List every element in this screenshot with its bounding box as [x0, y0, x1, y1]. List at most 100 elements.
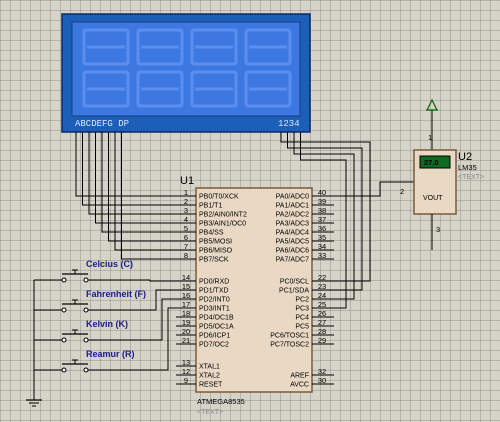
lcd-segment-pins-label: ABCDEFG DP [75, 119, 129, 129]
power-arrow-icon [426, 98, 438, 111]
mcu-pin-name: PC4 [295, 315, 309, 322]
mcu-pin-number: 19 [182, 318, 190, 327]
mcu-pin-name: PD3/INT1 [199, 306, 230, 313]
mcu-pin-name: PB0/T0/XCK [199, 194, 239, 201]
sensor-display [419, 155, 451, 169]
mcu-pin-number: 33 [318, 251, 326, 260]
mcu-pin-name: PA3/ADC3 [276, 221, 309, 228]
mcu-pin-number: 40 [318, 188, 326, 197]
mcu-pin-number: 7 [184, 242, 188, 251]
mcu-pin-name: PC2 [295, 297, 309, 304]
mcu-pin-name: PC0/SCL [280, 279, 309, 286]
mcu-pin-name: RESET [199, 382, 223, 389]
mcu-pin-name: AREF [290, 373, 309, 380]
mcu-pin-number: 38 [318, 206, 326, 215]
sensor-pin-2: 2 [400, 187, 404, 196]
mcu-pin-number: 21 [182, 336, 190, 345]
mcu-pin-name: PD4/OC1B [199, 315, 234, 322]
mcu-pin-name: PA5/ADC5 [276, 239, 309, 246]
mcu-pin-number: 1 [184, 188, 188, 197]
mcu-pin-number: 34 [318, 242, 326, 251]
mcu-pin-name: PC7/TOSC2 [270, 342, 309, 349]
push-button-label: Fahrenheit (F) [86, 289, 146, 299]
mcu-pin-number: 18 [182, 309, 190, 318]
mcu-pin-name: PA1/ADC1 [276, 203, 309, 210]
push-button-1[interactable]: Celcius (C) [34, 259, 133, 283]
lcd-digit-cell [82, 28, 130, 66]
push-button-4[interactable]: Reamur (R) [34, 349, 135, 373]
mcu-pin-name: AVCC [290, 382, 309, 389]
mcu-pin-name: XTAL2 [199, 373, 220, 380]
sensor-vout-label: VOUT [423, 195, 443, 202]
mcu-pin-number: 27 [318, 318, 326, 327]
lcd-digit-cell [136, 70, 184, 108]
mcu-pin-number: 37 [318, 215, 326, 224]
lcd-digit-pins-label: 1234 [278, 119, 300, 129]
mcu-pin-name: PB5/MOSI [199, 239, 232, 246]
mcu-pin-name: PB2/AIN0/INT2 [199, 212, 247, 219]
sensor-pin-1: 1 [428, 133, 432, 142]
mcu-pin-number: 3 [184, 206, 188, 215]
mcu-text-tag: <TEXT> [197, 409, 223, 416]
mcu-pin-name: PD7/OC2 [199, 342, 229, 349]
mcu-pin-name: PD0/RXD [199, 279, 229, 286]
mcu-part: ATMEGA8535 [197, 397, 245, 406]
lcd-digit-cell [136, 28, 184, 66]
mcu-ref: U1 [180, 175, 194, 187]
mcu-pin-number: 25 [318, 300, 326, 309]
mcu-pin-name: PC1/SDA [279, 288, 309, 295]
mcu-pin-name: PB3/AIN1/OC0 [199, 221, 246, 228]
push-button-label: Celcius (C) [86, 259, 133, 269]
mcu-pin-number: 36 [318, 224, 326, 233]
mcu-pin-number: 2 [184, 197, 188, 206]
mcu-pin-number: 24 [318, 291, 326, 300]
mcu-pin-name: PA2/ADC2 [276, 212, 309, 219]
mcu-pin-name: PD6/ICP1 [199, 333, 230, 340]
mcu-pin-name: PD1/TXD [199, 288, 229, 295]
sensor-pin-3: 3 [436, 225, 440, 234]
mcu-pin-name: XTAL1 [199, 364, 220, 371]
push-button-2[interactable]: Fahrenheit (F) [34, 289, 146, 313]
mcu-pin-number: 9 [184, 376, 188, 385]
mcu-pin-number: 29 [318, 336, 326, 345]
mcu-pin-name: PA4/ADC4 [276, 230, 309, 237]
mcu-pin-name: PD5/OC1A [199, 324, 234, 331]
push-buttons: Celcius (C) Fahrenheit (F) Kelvin (K) Reamu… [34, 259, 146, 373]
push-button-label: Reamur (R) [86, 349, 135, 359]
mcu-pin-number: 23 [318, 282, 326, 291]
mcu-pin-number: 17 [182, 300, 190, 309]
sensor-reading: 27.0 [424, 158, 439, 167]
mcu-pin-number: 12 [182, 367, 190, 376]
lcd-screen [71, 21, 301, 117]
mcu-pin-name: PB4/SS [199, 230, 224, 237]
mcu-pin-number: 14 [182, 273, 190, 282]
wires [33, 140, 414, 394]
mcu-pin-name: PB1/T1 [199, 203, 222, 210]
lcd-pin-leads [75, 132, 301, 140]
mcu-pin-name: PC5 [295, 324, 309, 331]
mcu-pin-number: 30 [318, 376, 326, 385]
mcu-pin-name: PD2/INT0 [199, 297, 230, 304]
push-button-label: Kelvin (K) [86, 319, 128, 329]
sensor-text-tag: <TEXT> [458, 174, 484, 181]
temperature-sensor-u2[interactable]: 27.0 VOUT 1 2 3 U2 LM35 <TEXT> [400, 98, 484, 250]
mcu-pin-name: PC6/TOSC1 [270, 333, 309, 340]
lcd-digit-cell [244, 70, 292, 108]
lcd-digit-cell [190, 28, 238, 66]
mcu-pin-number: 16 [182, 291, 190, 300]
sensor-ref: U2 [458, 151, 472, 163]
mcu-pin-number: 26 [318, 309, 326, 318]
lcd-display[interactable]: ABCDEFG DP 1234 [61, 13, 311, 133]
lcd-digit-cell [82, 70, 130, 108]
mcu-pin-name: PA0/ADC0 [276, 194, 309, 201]
mcu-pin-number: 22 [318, 273, 326, 282]
mcu-pin-number: 32 [318, 367, 326, 376]
push-button-3[interactable]: Kelvin (K) [34, 319, 128, 343]
mcu-pin-number: 13 [182, 358, 190, 367]
ground-icon [26, 394, 42, 407]
mcu-pin-name: PA6/ADC6 [276, 248, 309, 255]
